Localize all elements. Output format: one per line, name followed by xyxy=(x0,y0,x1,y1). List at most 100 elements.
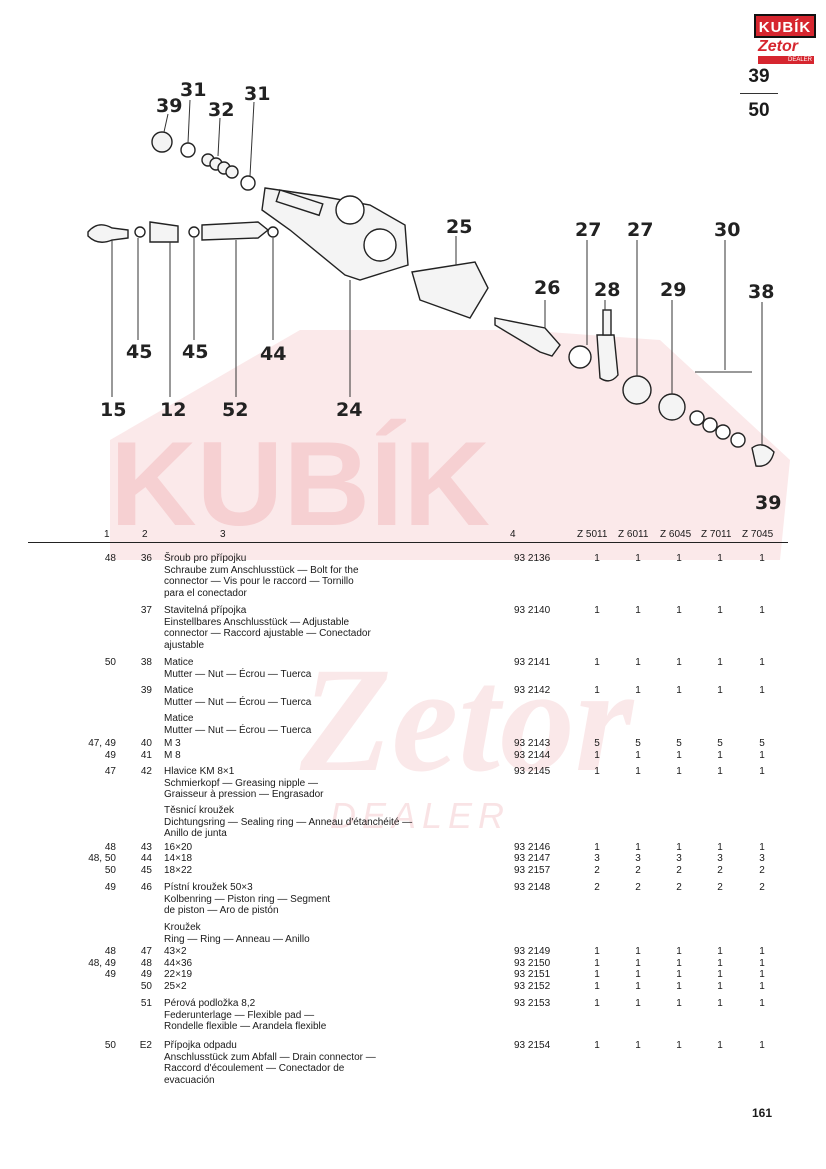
description: M 8 xyxy=(164,750,494,762)
quantity: 1 xyxy=(594,1040,600,1051)
description-line: evacuación xyxy=(164,1074,215,1086)
item-number: 50 xyxy=(140,981,152,992)
item-number: 49 xyxy=(140,969,152,980)
quantity: 2 xyxy=(594,865,600,876)
quantity: 1 xyxy=(759,685,765,696)
quantity: 1 xyxy=(717,1040,723,1051)
description-line: Einstellbares Anschlusstück — Adjustable xyxy=(164,616,350,628)
part-code: 93 2145 xyxy=(514,766,551,777)
description-line: Graisseur à pression — Engrasador xyxy=(164,789,324,800)
page-number: 161 xyxy=(752,1106,773,1120)
description-line: Matice xyxy=(164,657,194,668)
description-line: Šroub pro přípojku xyxy=(164,553,247,564)
quantity: 2 xyxy=(635,865,641,876)
quantity: 1 xyxy=(676,766,682,777)
callout-52: 52 xyxy=(222,399,248,421)
description-line: 22×19 xyxy=(164,969,193,980)
quantity: 1 xyxy=(676,685,682,696)
fig-ref: 48, 49 xyxy=(88,958,116,969)
logo-sub: Zetor xyxy=(758,38,798,55)
part-code: 93 2154 xyxy=(514,1040,551,1051)
callout-28: 28 xyxy=(594,279,620,301)
quantity: 1 xyxy=(759,842,765,853)
col-header-2: 2 xyxy=(142,529,148,540)
part-52-drain-connector xyxy=(201,221,270,241)
description-line: Schraube zum Anschlusstück — Bolt for th… xyxy=(164,564,359,576)
quantity: 1 xyxy=(594,553,600,564)
quantity: 5 xyxy=(635,738,641,749)
description-line: Schmierkopf — Greasing nipple — xyxy=(164,777,318,789)
part-31-ring xyxy=(180,142,196,158)
description: 14×18 xyxy=(164,853,494,865)
part-code: 93 2152 xyxy=(514,981,551,992)
description: 43×2 xyxy=(164,946,494,958)
callout-26: 26 xyxy=(534,277,560,299)
item-number: 40 xyxy=(140,738,152,749)
quantity: 1 xyxy=(759,750,765,761)
col-header-z7045: Z 7045 xyxy=(742,529,774,540)
quantity: 1 xyxy=(759,998,765,1009)
item-number: 42 xyxy=(140,766,152,777)
part-code: 93 2151 xyxy=(514,969,551,980)
fig-ref: 50 xyxy=(104,1040,116,1051)
part-38-nut xyxy=(751,444,775,467)
part-45-seal-b xyxy=(188,226,200,238)
callout-24: 24 xyxy=(336,399,362,421)
callout-31-b: 31 xyxy=(244,83,270,105)
description: 18×22 xyxy=(164,865,494,877)
quantity: 1 xyxy=(717,685,723,696)
quantity: 1 xyxy=(635,685,641,696)
quantity: 1 xyxy=(594,981,600,992)
part-28-nipple xyxy=(596,334,619,382)
part-24-housing xyxy=(261,187,409,281)
item-number: 41 xyxy=(140,750,152,761)
quantity: 1 xyxy=(635,553,641,564)
description-line: Kolbenring — Piston ring — Segment xyxy=(164,893,331,905)
item-number: 39 xyxy=(140,685,152,696)
quantity: 1 xyxy=(759,969,765,980)
quantity: 1 xyxy=(594,750,600,761)
description-line: Pístní kroužek 50×3 xyxy=(164,882,253,893)
col-header-z5011: Z 5011 xyxy=(577,529,608,540)
quantity: 1 xyxy=(759,605,765,616)
part-code: 93 2146 xyxy=(514,842,551,853)
quantity: 1 xyxy=(676,981,682,992)
quantity: 1 xyxy=(759,946,765,957)
col-header-3: 3 xyxy=(220,529,226,540)
section-divider xyxy=(740,93,778,94)
quantity: 1 xyxy=(676,958,682,969)
col-header-z6011: Z 6011 xyxy=(618,529,649,540)
part-29-piston-ring xyxy=(658,393,686,421)
description-line: 25×2 xyxy=(164,981,187,992)
quantity: 2 xyxy=(635,882,641,893)
description-line: Matice xyxy=(164,713,194,724)
item-number: 45 xyxy=(140,865,152,876)
callout-31: 31 xyxy=(180,79,206,101)
quantity: 1 xyxy=(594,998,600,1009)
description-line: Raccord d'écoulement — Conectador de xyxy=(164,1063,345,1074)
part-15-bolt xyxy=(87,224,129,243)
quantity: 1 xyxy=(717,981,723,992)
description: 22×19 xyxy=(164,969,494,981)
fig-ref: 49 xyxy=(104,969,116,980)
quantity: 3 xyxy=(635,853,641,864)
header-rule xyxy=(28,542,788,543)
description-line: Mutter — Nut — Écrou — Tuerca xyxy=(164,668,312,680)
fig-ref: 49 xyxy=(104,750,116,761)
col-header-z6045: Z 6045 xyxy=(660,529,692,540)
description-line: Dichtungsring — Sealing ring — Anneau d'… xyxy=(164,816,413,828)
description-line: Hlavice KM 8×1 xyxy=(164,766,235,777)
callout-44: 44 xyxy=(260,343,286,365)
description: 25×2 xyxy=(164,981,494,993)
quantity: 1 xyxy=(717,969,723,980)
item-number: 47 xyxy=(140,946,152,957)
quantity: 2 xyxy=(717,865,723,876)
part-code: 93 2140 xyxy=(514,605,551,616)
quantity: 2 xyxy=(676,882,682,893)
description-line: M 8 xyxy=(164,750,181,761)
